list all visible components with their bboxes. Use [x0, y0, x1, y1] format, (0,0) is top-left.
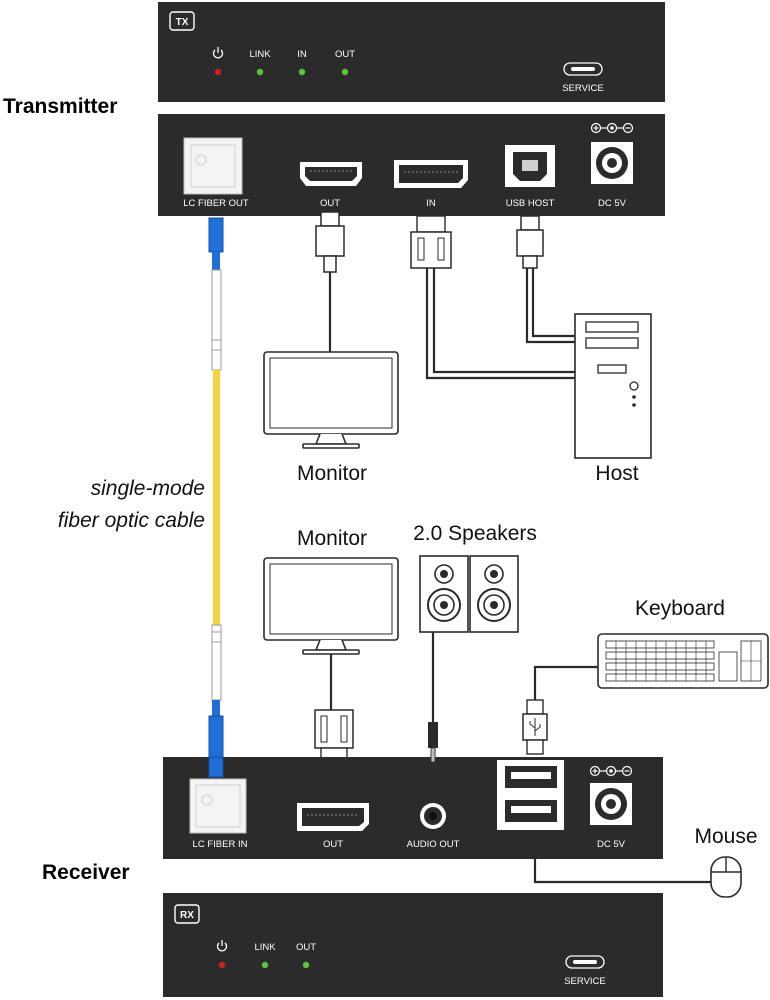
- tx-led-label-out: OUT: [335, 49, 355, 60]
- tx-badge-label: TX: [176, 17, 189, 28]
- keyboard-usb-cable: [522, 665, 598, 755]
- rx-fiber-label: LC FIBER IN: [193, 839, 248, 850]
- rx-plug-overlays: [208, 740, 438, 778]
- keyboard-label: Keyboard: [635, 597, 725, 620]
- tx-service-port: [563, 62, 603, 76]
- rx-service-label: SERVICE: [564, 976, 606, 987]
- usb-b-cable: [516, 215, 575, 344]
- tx-service-label: SERVICE: [562, 83, 604, 94]
- displayport-cable: [410, 215, 575, 380]
- monitor-bottom-label: Monitor: [297, 527, 367, 550]
- monitor-top-label: Monitor: [297, 462, 367, 485]
- rx-badge: [174, 904, 200, 924]
- tx-lc-fiber-port: [183, 137, 243, 195]
- monitor-top: [263, 351, 399, 449]
- tx-power-led: [214, 68, 222, 76]
- power-icon: [216, 940, 228, 952]
- tx-led-label-in: IN: [297, 49, 307, 60]
- rx-front-panel: RX LINK OUT SERVICE: [163, 893, 663, 997]
- tx-link-led: [256, 68, 264, 76]
- tx-fiber-label: LC FIBER OUT: [183, 198, 249, 209]
- tx-usb-label: USB HOST: [506, 198, 555, 209]
- rx-service-port: [565, 955, 605, 969]
- rx-displayport-cable: [314, 654, 354, 763]
- tx-led-label-link: LINK: [249, 49, 271, 60]
- host-computer: [574, 313, 652, 459]
- power-icon: [212, 47, 224, 59]
- keyboard: [597, 633, 769, 689]
- mouse: [710, 856, 742, 898]
- rx-lc-fiber-port: [189, 778, 247, 834]
- tx-badge: [169, 11, 195, 31]
- rx-link-led: [261, 961, 269, 969]
- speakers-label: 2.0 Speakers: [413, 522, 537, 545]
- fiber-optic-cable: [208, 217, 224, 765]
- tx-front-panel: TX LINK IN OUT SERVICE: [158, 2, 665, 102]
- tx-rear-panel: LC FIBER OUT OUT IN USB HOST: [158, 114, 665, 216]
- host-label: Host: [595, 462, 638, 485]
- dc-polarity-icon: [590, 122, 634, 134]
- rx-out-led: [302, 961, 310, 969]
- rx-rear-panel: LC FIBER IN OUT AUDIO OUT DC 5V: [163, 757, 663, 859]
- usb-icon: [529, 718, 541, 736]
- tx-in-label: IN: [426, 198, 436, 209]
- rx-audio-label: AUDIO OUT: [407, 839, 460, 850]
- cable-label-line1: single-mode: [91, 477, 205, 500]
- hdmi-cable: [315, 211, 345, 352]
- speaker-left: [419, 555, 469, 633]
- tx-out-led: [341, 68, 349, 76]
- transmitter-title: Transmitter: [3, 95, 117, 118]
- rx-dc-label: DC 5V: [597, 839, 626, 850]
- rx-led-label-link: LINK: [254, 942, 276, 953]
- rx-led-label-out: OUT: [296, 942, 316, 953]
- rx-badge-label: RX: [180, 910, 194, 921]
- audio-cable: [428, 632, 438, 757]
- mouse-label: Mouse: [694, 825, 757, 848]
- speaker-right: [469, 555, 519, 633]
- tx-in-led: [298, 68, 306, 76]
- tx-out-label: OUT: [320, 198, 340, 209]
- tx-dc-label: DC 5V: [598, 198, 627, 209]
- rx-out-label: OUT: [323, 839, 343, 850]
- receiver-title: Receiver: [42, 861, 130, 884]
- cable-label-line2: fiber optic cable: [58, 509, 205, 532]
- monitor-bottom: [263, 557, 399, 655]
- rx-power-led: [218, 961, 226, 969]
